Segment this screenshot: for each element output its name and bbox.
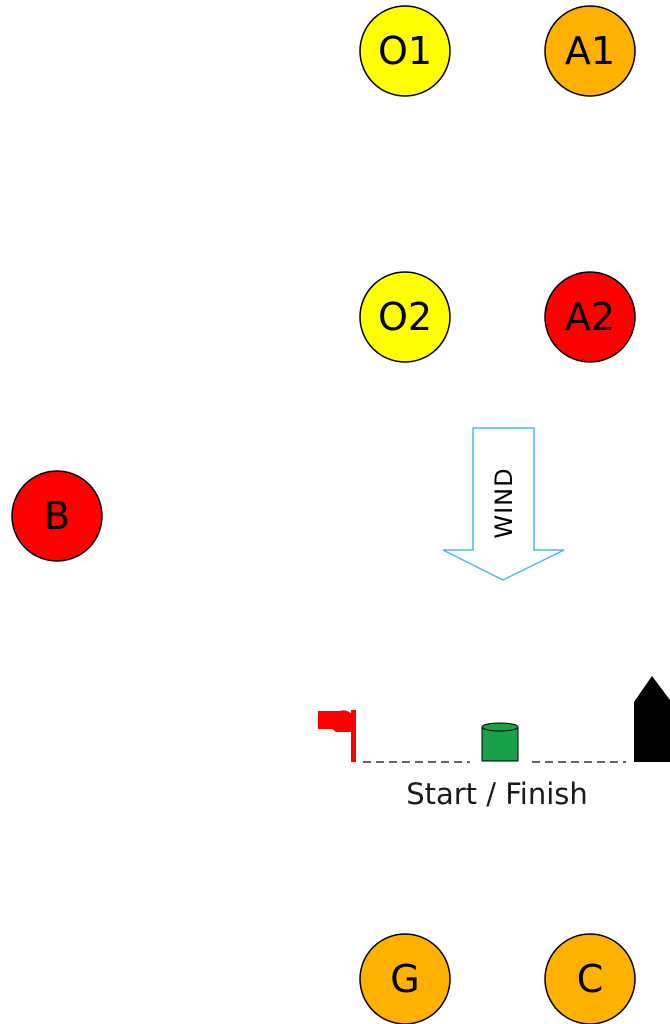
flag-cloth [318, 710, 351, 732]
mark-o2-label: O2 [378, 295, 432, 339]
mark-g-buoy [359, 933, 451, 1024]
mark-g: G [359, 933, 451, 1024]
wind-arrow: WIND [442, 427, 565, 581]
wind-label: WIND [490, 467, 518, 538]
mark-a1-label: A1 [565, 29, 615, 73]
mark-o2: O2 [359, 271, 451, 363]
mark-a1-buoy [544, 5, 636, 97]
buoy-body [481, 726, 519, 762]
committee-boat-icon [634, 676, 670, 762]
mark-a2-buoy [544, 271, 636, 363]
buoy-top [481, 722, 519, 732]
mark-o1-label: O1 [378, 29, 432, 73]
mark-b-buoy [11, 470, 103, 562]
mark-o2-buoy [359, 271, 451, 363]
mark-g-label: G [390, 957, 419, 1001]
mark-c: C [544, 933, 636, 1024]
start-finish-label: Start / Finish [406, 777, 588, 811]
mark-b: B [11, 470, 103, 562]
green-buoy-icon [481, 722, 519, 762]
wind-arrow-outline [442, 427, 565, 581]
mark-a2-label: A2 [565, 295, 615, 339]
mark-o1: O1 [359, 5, 451, 97]
mark-o1-buoy [359, 5, 451, 97]
mark-c-label: C [577, 957, 604, 1001]
start-finish-line: Start / Finish [318, 676, 670, 811]
mark-c-buoy [544, 933, 636, 1024]
pin-flag-icon [318, 710, 356, 762]
mark-a2: A2 [544, 271, 636, 363]
flag-pole [351, 710, 356, 762]
mark-b-label: B [44, 494, 70, 538]
mark-a1: A1 [544, 5, 636, 97]
